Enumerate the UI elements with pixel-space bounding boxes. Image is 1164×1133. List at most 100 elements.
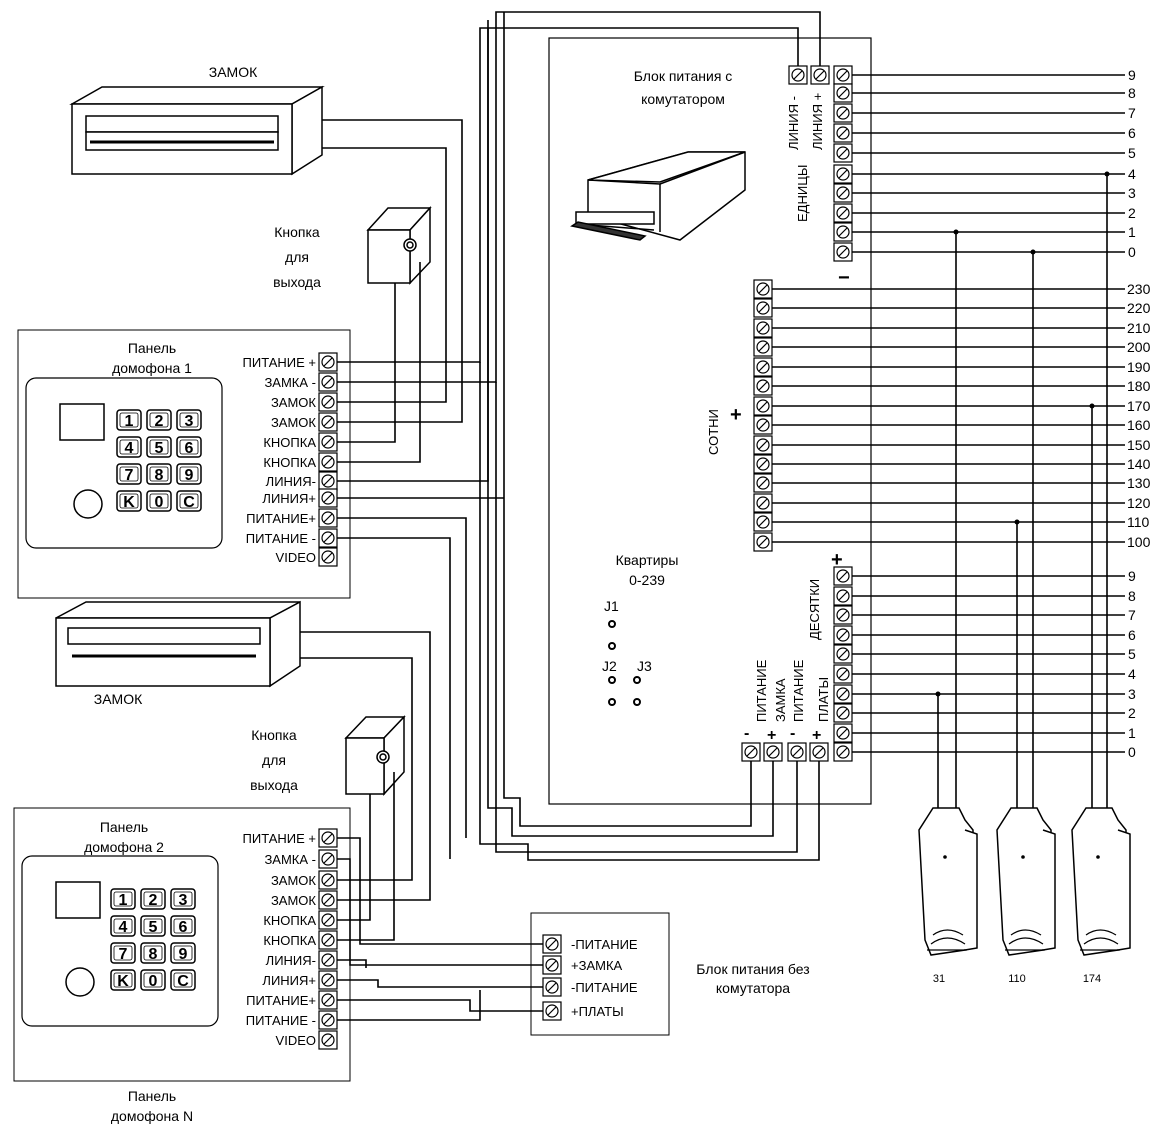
keypad-1-key bbox=[116, 463, 142, 485]
psu-plain-terminal bbox=[542, 955, 562, 975]
svg-text:-: - bbox=[744, 725, 749, 742]
units-terminal bbox=[833, 103, 853, 123]
svg-text:ПЛАТЫ: ПЛАТЫ bbox=[816, 677, 831, 722]
svg-text:+: + bbox=[767, 727, 776, 744]
panel-1-face bbox=[25, 377, 223, 549]
tens-terminal bbox=[833, 605, 853, 625]
exit-button-bottom-label-1: Кнопка bbox=[251, 727, 297, 743]
tens-number: 4 bbox=[1128, 666, 1136, 682]
keypad-1-key bbox=[116, 436, 142, 458]
panel-2-terminal-label: ПИТАНИЕ - bbox=[246, 1013, 316, 1028]
tens-terminal bbox=[833, 664, 853, 684]
panel-1-terminal bbox=[318, 528, 338, 548]
tens-plus-sign: + bbox=[831, 549, 843, 571]
units-number: 2 bbox=[1128, 205, 1136, 221]
svg-text:ЗАМКА: ЗАМКА bbox=[773, 678, 788, 722]
keypad-2-key-inner bbox=[143, 945, 163, 961]
exit-button-bottom-icon bbox=[344, 715, 406, 796]
hundreds-terminal bbox=[753, 337, 773, 357]
panel-1-terminal bbox=[318, 412, 338, 432]
psu-lock-power-wire bbox=[503, 12, 752, 827]
panel-1-terminal-label: ПИТАНИЕ - bbox=[246, 531, 316, 546]
panel-2-terminal-label: ЛИНИЯ+ bbox=[262, 973, 316, 988]
units-number: 0 bbox=[1128, 244, 1136, 260]
panel-n-title-2: домофона N bbox=[111, 1108, 193, 1124]
keypad-1-key-inner bbox=[149, 412, 169, 428]
keypad-1-key-label: 2 bbox=[155, 413, 164, 430]
tens-number: 6 bbox=[1128, 627, 1136, 643]
panel-2-terminal bbox=[318, 930, 338, 950]
panel-1-terminal-label: VIDEO bbox=[276, 550, 316, 565]
lock-top-wire bbox=[322, 119, 463, 423]
keypad-2-key-inner bbox=[173, 945, 193, 961]
handset-1-icon bbox=[918, 807, 978, 956]
keypad-1-key bbox=[116, 409, 142, 431]
psu-power-terminal bbox=[809, 742, 829, 762]
keypad-2-key-inner bbox=[113, 972, 133, 988]
keypad-2-key bbox=[140, 969, 166, 991]
exit-button-top-wire bbox=[337, 283, 396, 443]
panel-2-terminal-label: ЛИНИЯ- bbox=[266, 953, 316, 968]
psu-power-terminal bbox=[787, 742, 807, 762]
psu-box-icon bbox=[570, 151, 746, 241]
keypad-1-key-label: 1 bbox=[125, 413, 134, 430]
panel-2-terminal-label: VIDEO bbox=[276, 1033, 316, 1048]
hundreds-terminal bbox=[753, 512, 773, 532]
panel-2-power-wire bbox=[337, 990, 481, 1021]
keypad-1-key-label: 6 bbox=[185, 440, 194, 457]
keypad-1-key bbox=[146, 463, 172, 485]
keypad-2-key bbox=[170, 888, 196, 910]
exit-button-bottom-label-3: выхода bbox=[250, 777, 298, 793]
tens-terminal bbox=[833, 586, 853, 606]
tens-number: 5 bbox=[1128, 646, 1136, 662]
panel-1-terminal-label: ЛИНИЯ+ bbox=[262, 491, 316, 506]
panel-2-terminal bbox=[318, 950, 338, 970]
keypad-2-key-inner bbox=[173, 918, 193, 934]
jumper-pins bbox=[608, 620, 641, 706]
psu-board-power-wire bbox=[479, 362, 820, 861]
apartments-label-1: Квартиры bbox=[616, 552, 679, 568]
exit-button-top-label-2: для bbox=[285, 249, 309, 265]
tens-number: 1 bbox=[1128, 725, 1136, 741]
exit-button-bottom-wire bbox=[337, 772, 395, 941]
tens-terminal bbox=[833, 703, 853, 723]
panel-2-face bbox=[21, 855, 219, 1027]
units-terminal bbox=[833, 183, 853, 203]
panel-2-terminal-label: ЗАМКА - bbox=[264, 852, 316, 867]
keypad-1-key-inner bbox=[179, 493, 199, 509]
hundreds-number: 170 bbox=[1127, 398, 1151, 414]
units-terminal bbox=[833, 242, 853, 262]
psu-power-labels: ПИТАНИЕ ЗАМКА ПИТАНИЕ ПЛАТЫ - + - + bbox=[744, 659, 831, 744]
panel-1-enclosure bbox=[17, 329, 351, 599]
keypad-1-key-inner bbox=[179, 412, 199, 428]
tens-terminal bbox=[833, 644, 853, 664]
keypad-2-key bbox=[110, 969, 136, 991]
keypad-2-key-inner bbox=[173, 972, 193, 988]
keypad-2-key-label: 1 bbox=[119, 892, 128, 909]
panel-2-terminal bbox=[318, 910, 338, 930]
exit-button-top-wire bbox=[337, 262, 421, 463]
lock-top-wire bbox=[322, 147, 447, 403]
hundreds-number: 210 bbox=[1127, 320, 1151, 336]
hundreds-terminal bbox=[753, 279, 773, 299]
psu-commutator-title-2: комутатором bbox=[641, 91, 725, 107]
hundreds-terminal bbox=[753, 318, 773, 338]
lock-bottom-label: ЗАМОК bbox=[94, 691, 143, 707]
panel-2-terminal-label: ЗАМОК bbox=[271, 893, 316, 908]
keypad-1-key-label: 7 bbox=[125, 467, 134, 484]
keypad-1-key-inner bbox=[119, 439, 139, 455]
tens-number: 2 bbox=[1128, 705, 1136, 721]
keypad-2-key bbox=[110, 942, 136, 964]
panel-2-terminal bbox=[318, 890, 338, 910]
junction-dot bbox=[1089, 403, 1095, 409]
panel-n-title-1: Панель bbox=[128, 1088, 176, 1104]
hundreds-number: 160 bbox=[1127, 417, 1151, 433]
panel-1-terminal-label: КНОПКА bbox=[263, 435, 316, 450]
units-number: 9 bbox=[1128, 67, 1136, 83]
keypad-1-key-label: C bbox=[183, 494, 195, 511]
keypad-2-key-inner bbox=[143, 918, 163, 934]
keypad-1-key-label: 8 bbox=[155, 467, 164, 484]
units-minus-sign: − bbox=[838, 267, 850, 289]
hundreds-plus-sign: + bbox=[730, 404, 742, 426]
